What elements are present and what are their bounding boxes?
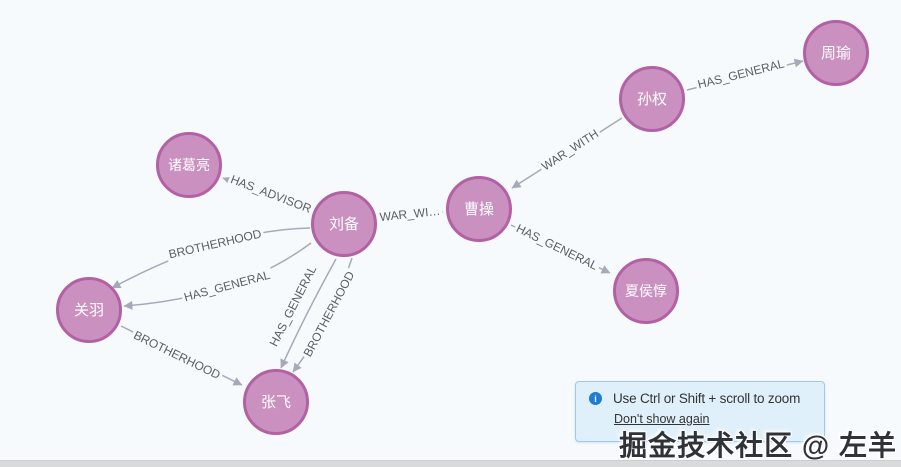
info-circle-icon: i xyxy=(589,392,602,405)
node-zhugeliang[interactable]: 诸葛亮 xyxy=(156,132,222,198)
node-guanyu[interactable]: 关羽 xyxy=(56,277,122,343)
zoom-hint-tooltip: i Use Ctrl or Shift + scroll to zoom Don… xyxy=(575,381,825,442)
watermark-text: 掘金技术社区 @ 左羊 xyxy=(619,430,897,461)
node-label: 诸葛亮 xyxy=(168,157,210,173)
horizontal-scrollbar[interactable] xyxy=(0,460,901,467)
zoom-hint-text: Use Ctrl or Shift + scroll to zoom xyxy=(613,391,801,406)
edge-liubei-zhangfei-has-general[interactable] xyxy=(280,258,337,369)
node-label: 孙权 xyxy=(636,90,667,108)
node-xiahoudun[interactable]: 夏侯惇 xyxy=(613,258,679,324)
node-zhangfei[interactable]: 张飞 xyxy=(243,369,309,435)
node-zhouyu[interactable]: 周瑜 xyxy=(803,20,869,86)
node-label: 关羽 xyxy=(73,301,104,319)
dont-show-again-link[interactable]: Don't show again xyxy=(614,412,710,426)
node-liubei[interactable]: 刘备 xyxy=(311,191,377,257)
node-sunquan[interactable]: 孙权 xyxy=(619,66,685,132)
node-label: 周瑜 xyxy=(820,44,851,62)
node-label: 夏侯惇 xyxy=(625,283,667,299)
node-label: 张飞 xyxy=(260,393,291,411)
edge-liubei-guanyu-has-general[interactable] xyxy=(123,242,312,310)
node-caocao[interactable]: 曹操 xyxy=(446,176,512,242)
node-label: 刘备 xyxy=(328,215,359,233)
node-label: 曹操 xyxy=(463,200,494,218)
